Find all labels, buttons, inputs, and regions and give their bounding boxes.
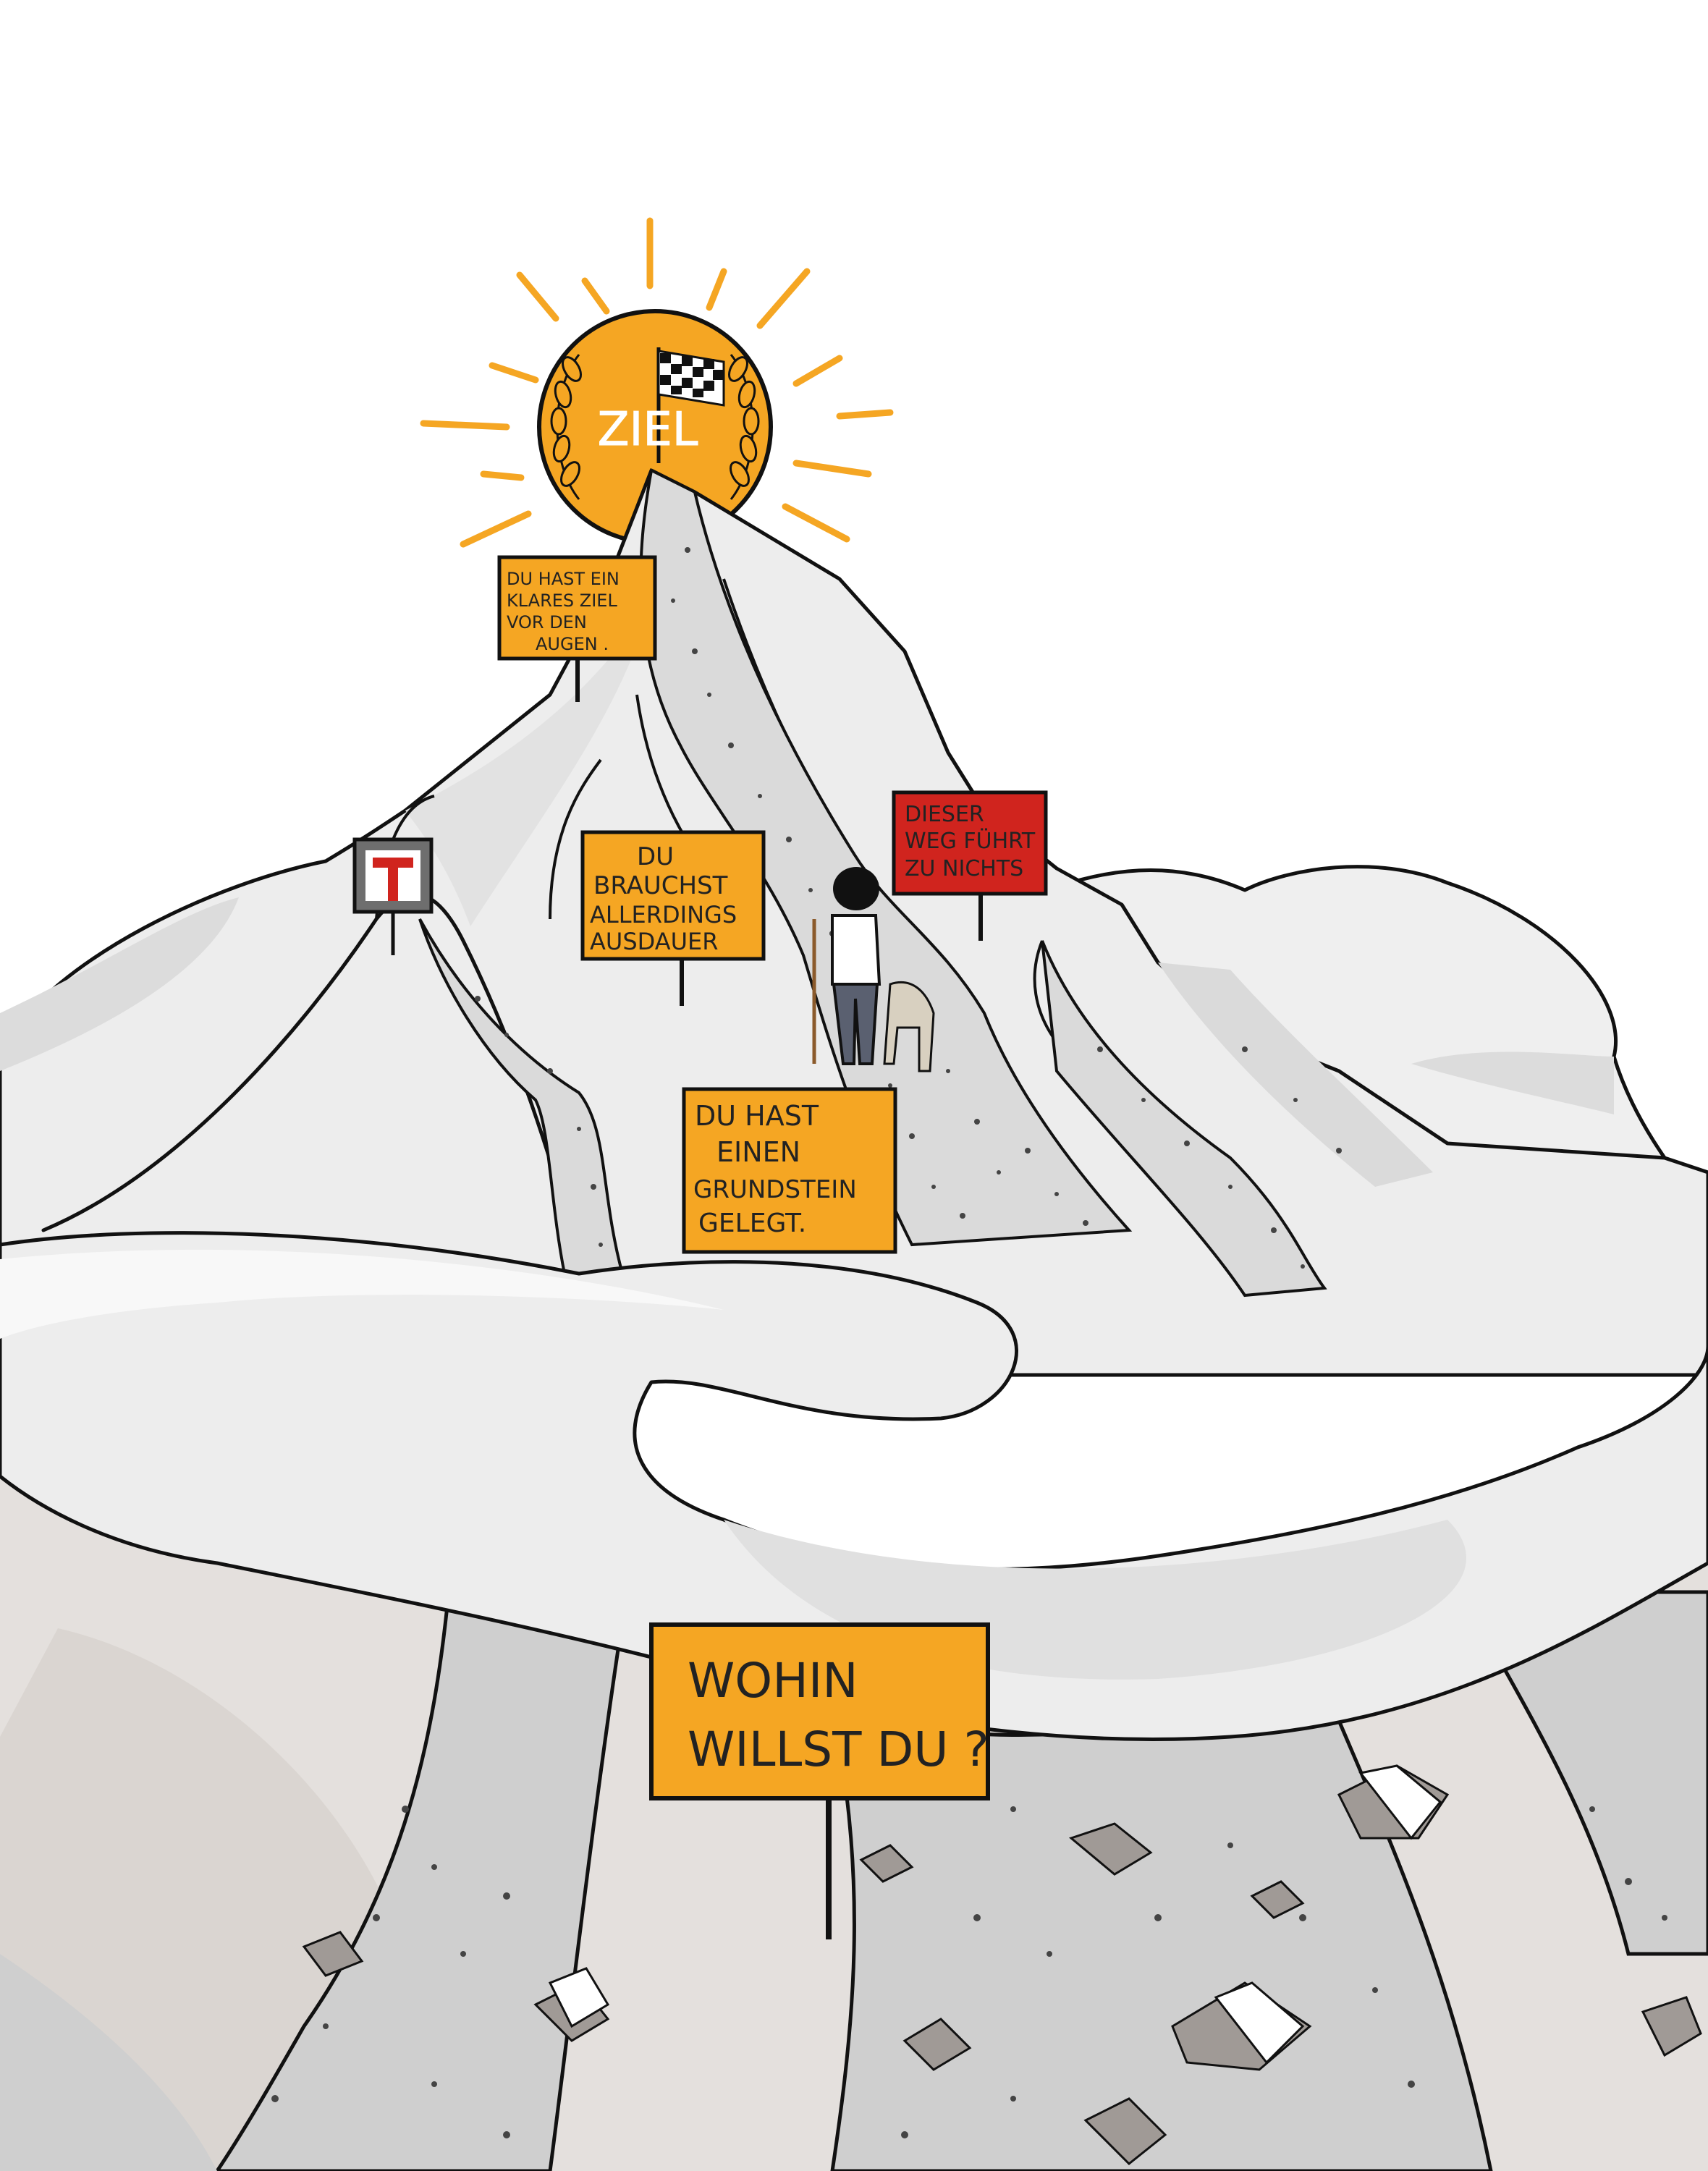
sign-clear-goal-line-4: AUGEN .: [536, 634, 609, 654]
checkered-flag-icon: [656, 347, 725, 463]
sign-where-to-line-1: WOHIN: [688, 1653, 858, 1709]
sign-dead-end-line-3: ZU NICHTS: [905, 856, 1023, 881]
sign-clear-goal-line-2: KLARES ZIEL: [507, 591, 617, 611]
sign-foundation-line-4: GELEGT.: [698, 1209, 806, 1238]
sign-clear-goal-line-3: VOR DEN: [507, 612, 587, 632]
sign-clear-goal: DU HAST EIN KLARES ZIEL VOR DEN AUGEN .: [497, 555, 657, 702]
sign-foundation-line-2: EINEN: [716, 1136, 800, 1168]
sign-foundation-line-3: GRUNDSTEIN: [693, 1175, 857, 1204]
sign-foundation: DU HAST EINEN GRUNDSTEIN GELEGT.: [682, 1087, 897, 1254]
sign-endurance-line-2: BRAUCHST: [593, 871, 728, 900]
sign-dead-end-warning: DIESER WEG FÜHRT ZU NICHTS: [892, 790, 1048, 941]
goal-label: ZIEL: [598, 403, 698, 457]
sign-dead-end-line-2: WEG FÜHRT: [905, 828, 1036, 854]
sign-endurance-line-4: AUSDAUER: [590, 928, 718, 955]
sign-foundation-line-1: DU HAST: [695, 1100, 819, 1132]
hiker-with-dog-icon: [812, 867, 935, 1072]
dead-end-road-sign-icon: [352, 837, 434, 955]
sign-where-to: WOHIN WILLST DU ?: [649, 1622, 990, 1939]
goal-medal: ZIEL: [537, 309, 773, 545]
sign-where-to-line-2: WILLST DU ?: [688, 1722, 989, 1777]
sign-endurance-line-1: DU: [637, 842, 674, 871]
sign-clear-goal-line-1: DU HAST EIN: [507, 569, 620, 589]
valley-paths: [0, 1590, 1708, 2171]
sign-endurance: DU BRAUCHST ALLERDINGS AUSDAUER: [580, 830, 766, 1006]
sign-endurance-line-3: ALLERDINGS: [590, 901, 737, 928]
sign-dead-end-line-1: DIESER: [905, 802, 984, 827]
